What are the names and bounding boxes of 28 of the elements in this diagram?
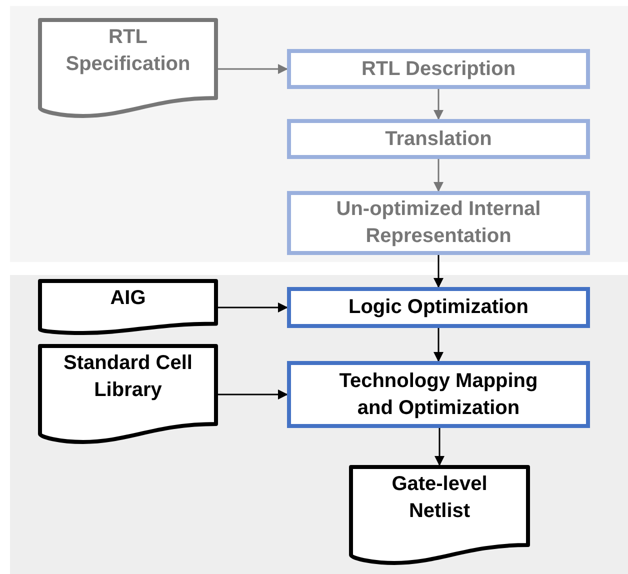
arrow [218, 302, 288, 312]
arrow [434, 159, 444, 192]
arrow [434, 89, 444, 120]
arrow [434, 255, 444, 288]
node-label: Technology Mapping and Optimization [338, 368, 539, 420]
node-label: Gate-level Netlist [390, 472, 488, 524]
document-shape [38, 344, 218, 444]
node-label: RTL Description [361, 56, 516, 82]
arrow [218, 64, 288, 74]
process-box [287, 119, 590, 159]
node-label: Translation [385, 126, 492, 152]
arrow [434, 328, 444, 362]
document-shape [349, 465, 530, 565]
document-shape [38, 18, 218, 118]
document-shape [38, 279, 218, 335]
process-box [287, 361, 590, 428]
node-label: RTL Specification [64, 25, 192, 77]
arrow [434, 428, 444, 466]
node-label: AIG [110, 286, 146, 311]
background-panel [10, 6, 628, 262]
arrow [218, 390, 288, 400]
background-panel [10, 275, 628, 574]
process-box [287, 287, 590, 328]
node-label: Logic Optimization [348, 295, 528, 320]
process-box [287, 49, 590, 89]
node-label: Un-optimized Internal Representation [335, 197, 542, 249]
node-label: Standard Cell Library [62, 351, 194, 403]
process-box [287, 191, 590, 255]
